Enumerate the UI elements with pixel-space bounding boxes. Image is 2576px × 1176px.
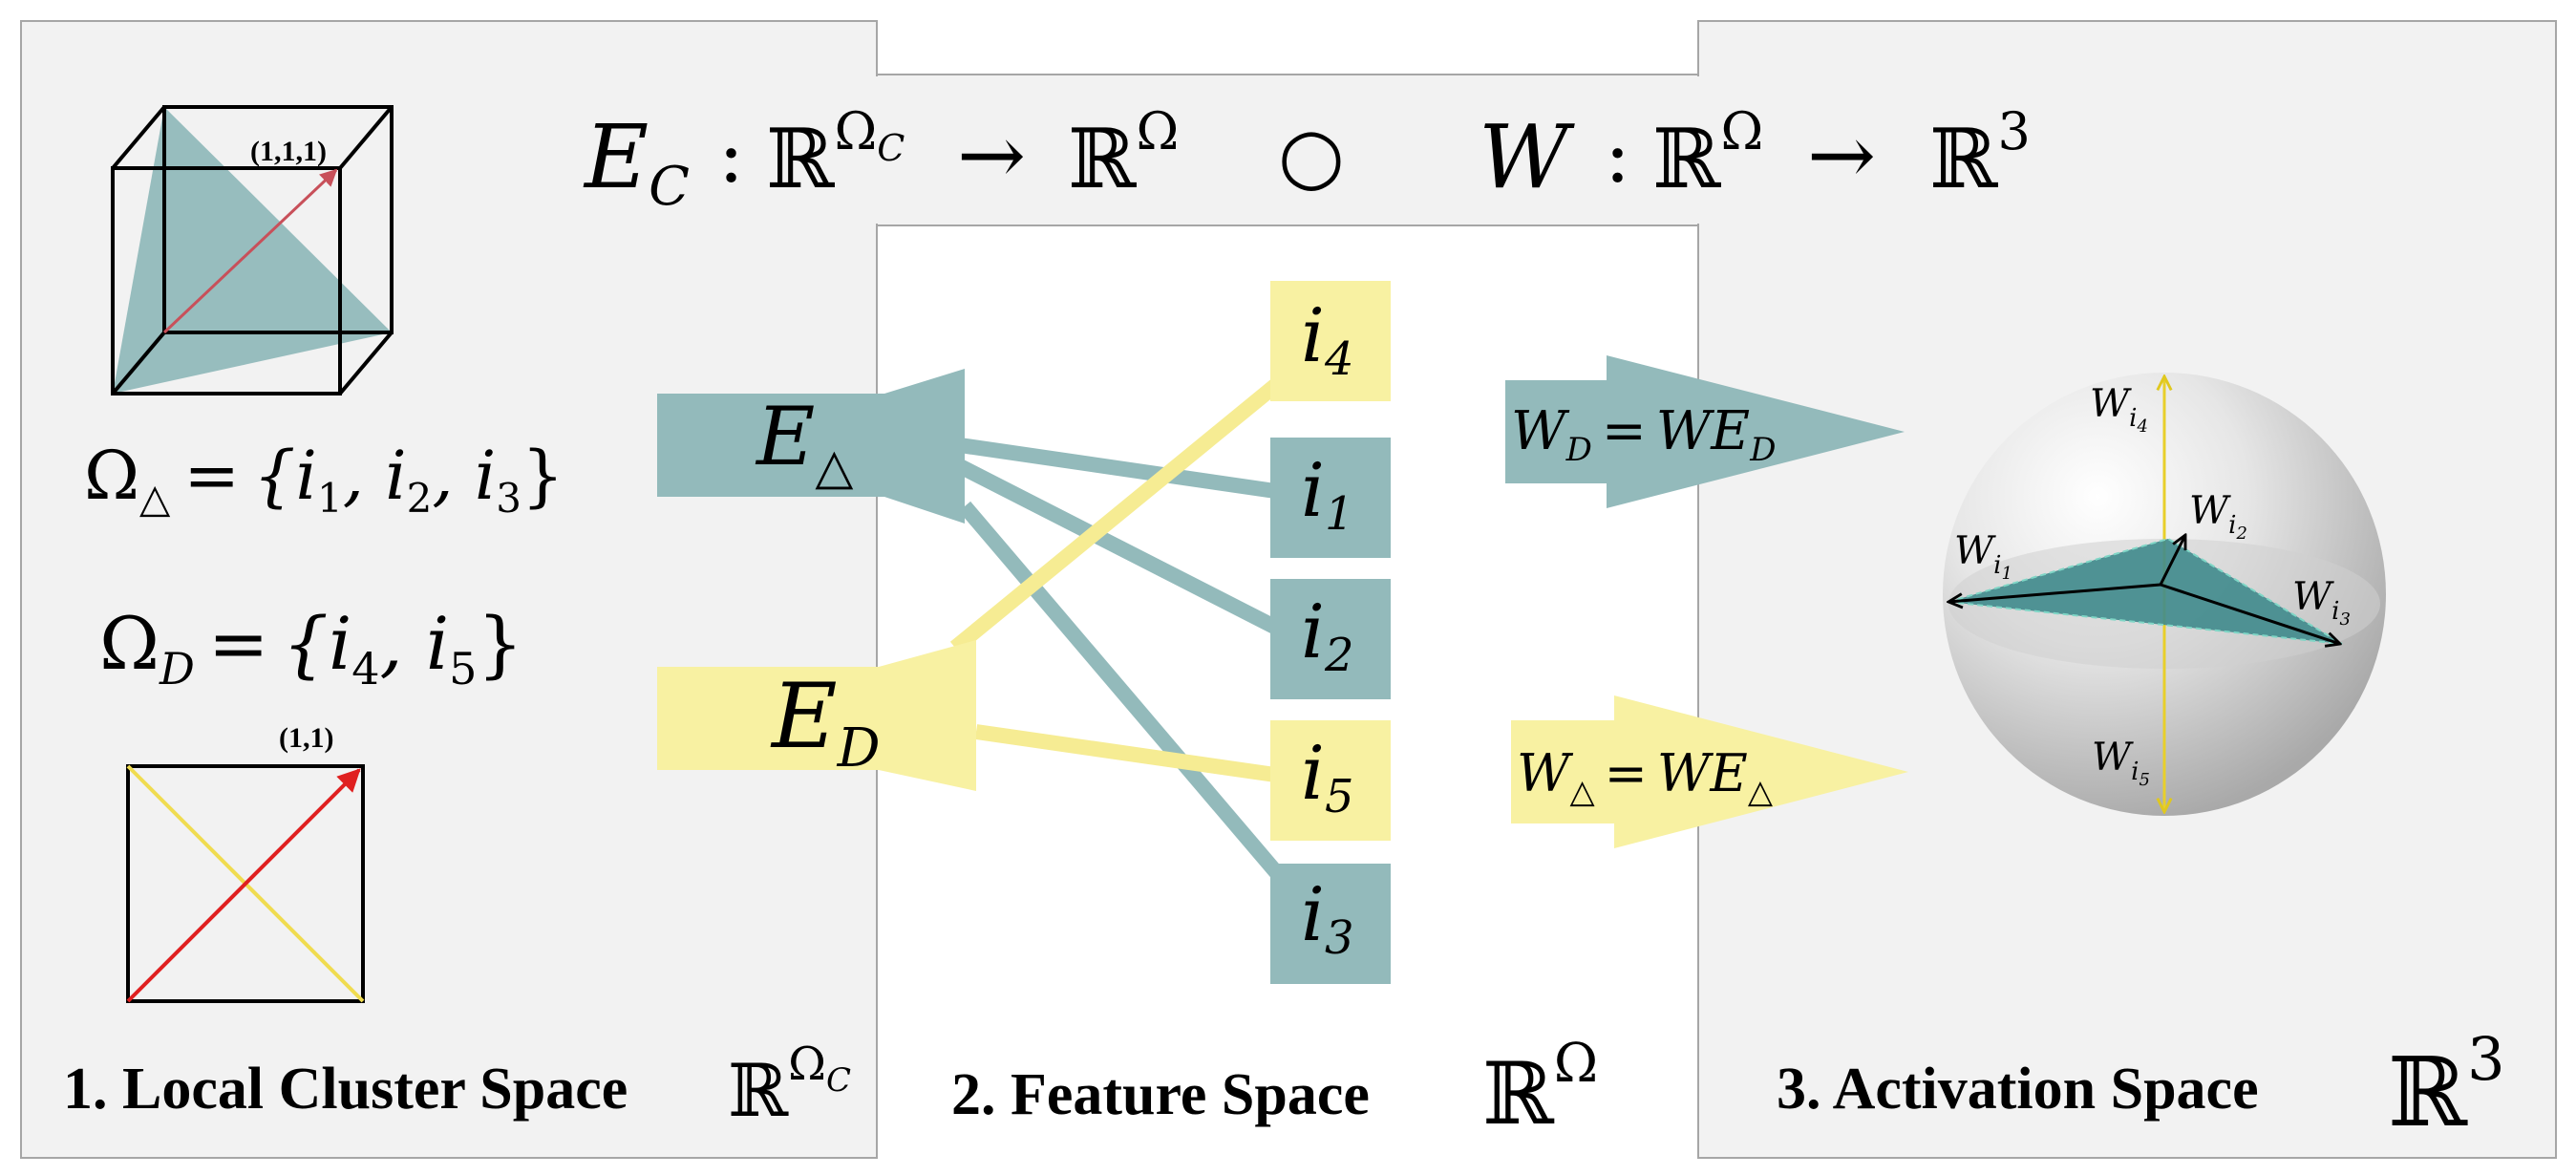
encoder-triangle-arrow: E△ [657, 369, 965, 524]
omega-d-set: ΩD={i4, i5} [99, 601, 523, 695]
cube-edges [111, 105, 394, 396]
panel-2-title-text: 2. Feature Space [951, 1062, 1370, 1127]
vector-wi1 [1948, 583, 2161, 602]
encoder-d-arrow: ED [657, 640, 976, 791]
cube-diagonal-arrow [162, 168, 338, 334]
label-wi4: Wi4 [2090, 382, 2148, 437]
square-red-diagonal-arrow [126, 768, 361, 1003]
label-wi5: Wi5 [2092, 736, 2150, 790]
activation-sphere: Wi4 Wi2 Wi1 Wi3 Wi5 [1943, 373, 2386, 816]
wtri-arrow-label: W△=WE△ [1517, 743, 1774, 811]
codomain-1: ℝΩ [1068, 101, 1179, 207]
feature-i1-bg [1270, 438, 1391, 558]
codomain-2: ℝ3 [1929, 101, 2031, 207]
wd-arrow: WD=WED [1505, 355, 1905, 508]
arrow-1: → [957, 108, 1026, 203]
panel-2-space-symbol: ℝΩ [1482, 1033, 1598, 1144]
feature-box-i1: i1 [1270, 438, 1391, 558]
domain-2: ℝΩ [1652, 101, 1763, 207]
feature-i1-label: i1 [1301, 448, 1354, 541]
feature-box-i3: i3 [1270, 864, 1391, 984]
vector-wi2 [2159, 535, 2185, 586]
feature-i5-bg [1270, 720, 1391, 841]
feature-box-i2: i2 [1270, 579, 1391, 699]
feature-i4-bg [1270, 281, 1391, 401]
panel-3-title-text: 3. Activation Space [1777, 1057, 2259, 1122]
feature-i4-label: i4 [1301, 293, 1354, 386]
unit-cube-figure: (1,1,1) [111, 105, 394, 396]
domain-1: ℝΩC [766, 101, 905, 207]
label-wi2: Wi2 [2189, 489, 2247, 544]
label-wi3: Wi3 [2292, 575, 2351, 630]
panel-3-space-symbol: ℝ3 [2388, 1024, 2505, 1148]
w-symbol: W [1479, 106, 1575, 208]
link-etri-i2 [956, 459, 1286, 638]
square-outline [126, 764, 365, 1003]
omega-triangle-set: Ω△={i1, i2, i3} [84, 437, 564, 522]
panel-3-title: 3. Activation Space ℝ3 [1777, 1024, 2505, 1148]
wtri-arrow: W△=WE△ [1511, 695, 1908, 848]
colon-2: : [1605, 111, 1630, 200]
panel-1-title: 1. Local Cluster Space ℝΩC [63, 1037, 851, 1133]
feature-i3-bg [1270, 864, 1391, 984]
square-vertex-label: (1,1) [279, 722, 333, 754]
sphere-simplex-triangle [1948, 537, 2343, 645]
feature-i3-label: i3 [1301, 872, 1354, 965]
ec-symbol: EC [583, 106, 690, 218]
encoder-d-shape [657, 640, 976, 791]
feature-i2-bg [1270, 579, 1391, 699]
link-ed-i4 [949, 374, 1288, 654]
top-formula: EC : ℝΩC → ℝΩ ○ W : ℝΩ → ℝ3 [583, 101, 2031, 218]
vector-wi3 [2160, 583, 2340, 644]
feature-box-i4: i4 [1270, 281, 1391, 401]
feature-box-i5: i5 [1270, 720, 1391, 841]
composition-symbol: ○ [1278, 111, 1345, 200]
arrow-2: → [1807, 108, 1876, 203]
feature-i2-label: i2 [1301, 589, 1354, 682]
panel-2-title: 2. Feature Space ℝΩ [951, 1033, 1598, 1144]
label-wi1: Wi1 [1954, 529, 2012, 584]
unit-square-figure: (1,1) [126, 722, 365, 1003]
feature-boxes: i4 i1 i2 i5 i3 [1270, 281, 1391, 984]
wd-arrow-shape [1505, 355, 1905, 508]
connection-lines [949, 374, 1288, 885]
panel-1-space-symbol: ℝΩC [728, 1037, 851, 1133]
link-etri-i1 [958, 438, 1284, 500]
wtri-arrow-shape [1511, 695, 1908, 848]
feature-i5-label: i5 [1301, 731, 1354, 823]
encoder-d-label: ED [770, 665, 881, 780]
link-etri-i3 [958, 501, 1288, 885]
cube-vertex-label: (1,1,1) [250, 136, 327, 167]
wd-arrow-label: WD=WED [1511, 400, 1776, 469]
colon-1: : [718, 111, 744, 200]
panel-1-title-text: 1. Local Cluster Space [63, 1057, 628, 1122]
encoder-triangle-label: E△ [755, 390, 853, 496]
encoder-triangle-shape [657, 369, 965, 524]
link-ed-i5 [974, 724, 1284, 783]
